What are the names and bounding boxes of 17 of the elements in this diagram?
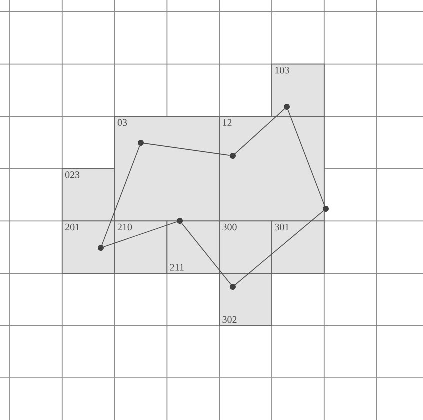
polygon-side [235,210,324,286]
cell-label: 211 [170,264,184,271]
polygon-side [182,223,232,285]
polygon-side [104,222,178,248]
cell-label: 103 [276,67,290,74]
polygon-side [144,143,230,156]
cell-label: 210 [118,224,132,231]
cell-label: 302 [222,316,237,324]
polygon-side [234,108,286,154]
cell-label: 301 [275,224,290,231]
cell-label: 12 [223,119,232,126]
cell-label: 03 [118,119,128,126]
cell-label: 201 [66,224,80,231]
polygon-side [288,110,326,206]
cell-label: 023 [65,172,80,178]
polygon-side [102,146,140,246]
cell-label: 300 [222,224,237,231]
